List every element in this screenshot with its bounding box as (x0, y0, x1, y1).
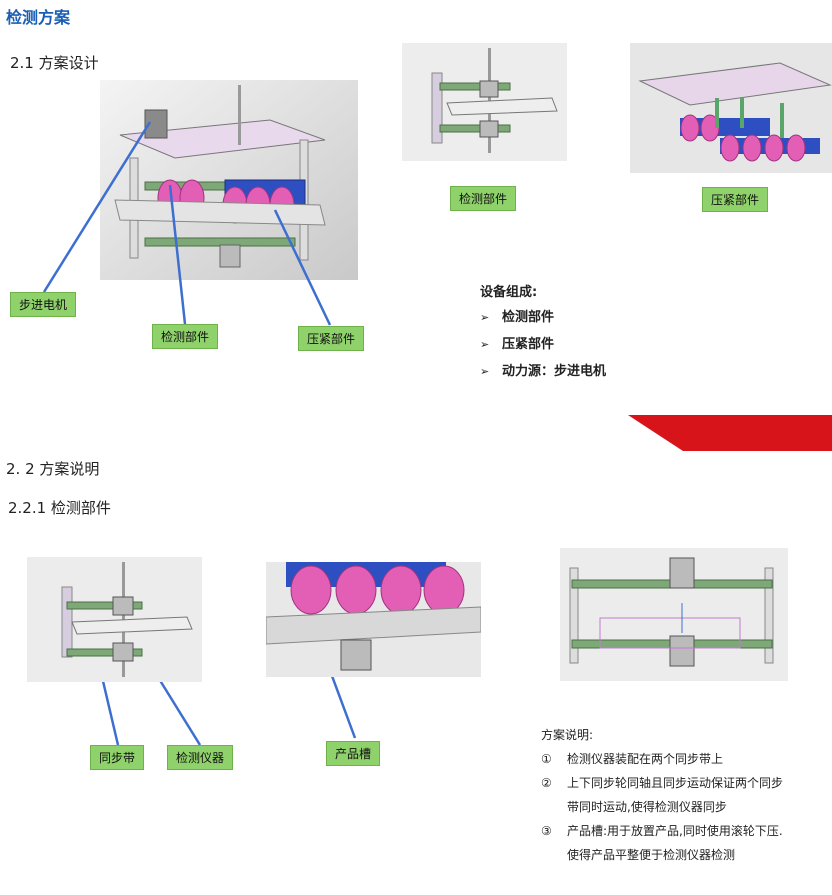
press-part-image (630, 43, 832, 173)
section-heading-2-1: 2.1 方案设计 (10, 54, 99, 72)
section-heading-2-2-1: 2.2.1 检测部件 (8, 499, 111, 517)
explanation-item-cont: 使得产品平整便于检测仪器检测 (567, 848, 736, 862)
label-sync-belt: 同步带 (90, 745, 145, 770)
composition-item: ➢压紧部件 (480, 337, 555, 352)
label-detect-instrument: 检测仪器 (167, 745, 234, 770)
explanation-item-cont: 带同时运动,使得检测仪器同步 (567, 800, 727, 814)
main-assembly-image (100, 80, 358, 280)
red-accent-bar (628, 415, 832, 451)
label-press-part-main: 压紧部件 (298, 326, 365, 351)
composition-heading: 设备组成: (480, 285, 538, 300)
detect-part-image (402, 43, 567, 161)
composition-item: ➢检测部件 (480, 310, 555, 325)
label-product-slot: 产品槽 (326, 741, 381, 766)
sync-belt-image (27, 557, 202, 682)
product-slot-image (266, 562, 481, 677)
section-heading-2-2: 2. 2 方案说明 (6, 460, 100, 478)
top-view-image (560, 548, 788, 681)
explanation-heading: 方案说明: (541, 728, 594, 742)
page-title: 检测方案 (6, 8, 71, 27)
label-detect-part-main: 检测部件 (152, 324, 219, 349)
label-detect-part-view: 检测部件 (450, 186, 517, 211)
label-press-part-view: 压紧部件 (702, 187, 769, 212)
composition-item: ➢动力源：步进电机 (480, 364, 607, 379)
label-stepper-motor: 步进电机 (10, 292, 77, 317)
